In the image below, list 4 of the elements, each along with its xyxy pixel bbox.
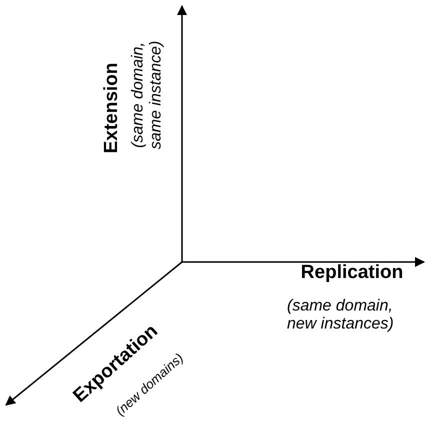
axis-subtitle: (same domain, new instances): [287, 298, 395, 334]
axis-subtitle: (same domain, same instance): [130, 40, 166, 152]
axis-title: Replication: [300, 262, 404, 284]
axis-title: Extension: [101, 62, 123, 154]
